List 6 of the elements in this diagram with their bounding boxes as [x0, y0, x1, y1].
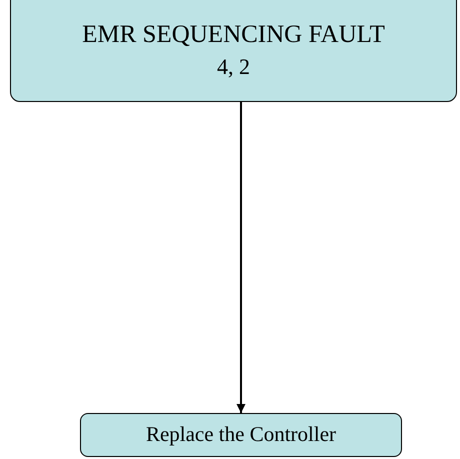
process-box [80, 413, 402, 457]
box-text: Replace the Controller [146, 421, 336, 448]
box-text: 4, 2 [217, 53, 250, 82]
process-box [10, 0, 457, 102]
arrow [236, 102, 246, 413]
box-text: EMR SEQUENCING FAULT [82, 20, 385, 50]
